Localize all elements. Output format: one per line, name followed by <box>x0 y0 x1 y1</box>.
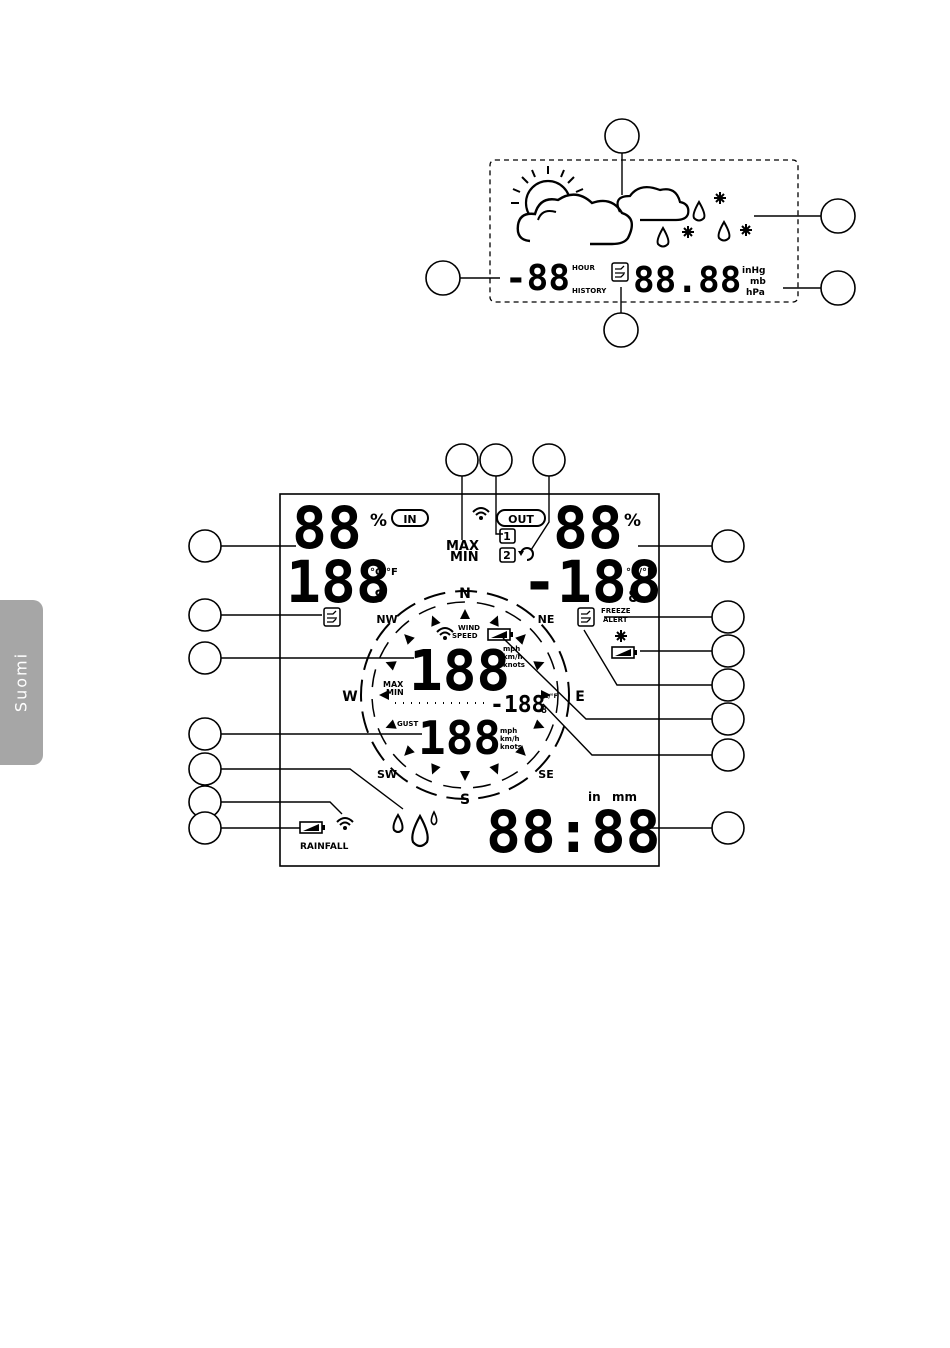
compass-southeast: SE <box>538 768 553 781</box>
callout-wind-chill <box>712 739 744 771</box>
callout-history <box>426 261 460 295</box>
wind-label: WIND <box>458 624 480 632</box>
wind-min-label: MIN <box>386 688 404 697</box>
wind-pointer-1 <box>489 614 502 627</box>
compass-east: E <box>575 689 585 705</box>
hour-label: HOUR <box>572 264 595 272</box>
callout-trend <box>604 313 638 347</box>
callout-maxmin <box>446 444 478 476</box>
callout-indoor-trend <box>189 599 221 631</box>
channel-2-label: 2 <box>503 549 511 562</box>
callout-rainfall <box>712 812 744 844</box>
outdoor-trend-icon <box>578 608 594 626</box>
callout-rain-battery <box>189 812 221 844</box>
rainfall-value: 88:88 <box>486 798 661 866</box>
outdoor-temperature-value: -188 <box>522 548 662 616</box>
outdoor-humidity-unit: % <box>624 511 641 531</box>
indoor-temperature-decimal: 8 <box>374 587 384 607</box>
pressure-value: 88.88 <box>633 260 741 301</box>
indoor-trend-icon <box>324 608 340 626</box>
gust-unit-kmh: km/h <box>500 735 520 743</box>
gust-label: GUST <box>397 720 418 728</box>
rain-drops-icon <box>394 812 437 846</box>
wind-chill-unit: °C/°F <box>541 693 558 700</box>
top-min-label: MIN <box>450 550 479 565</box>
freeze-snowflake-icon <box>615 630 627 642</box>
rainfall-label: RAINFALL <box>300 842 349 852</box>
outdoor-tag: OUT <box>508 513 534 526</box>
pressure-trend-icon <box>612 263 628 281</box>
wind-pointer-7 <box>489 763 502 776</box>
rain-signal-icon <box>337 818 353 830</box>
indoor-humidity-unit: % <box>370 511 387 531</box>
channel-1-label: 1 <box>503 530 511 543</box>
callout-outdoor <box>712 530 744 562</box>
wind-pointer-9 <box>427 763 440 776</box>
compass-south: S <box>460 792 470 808</box>
callout-pressure <box>821 271 855 305</box>
gust-value: 188 <box>418 711 501 765</box>
callout-channel <box>480 444 512 476</box>
hour-value: -88 <box>505 258 570 299</box>
callout-freeze <box>712 601 744 633</box>
unit-inhg: inHg <box>742 266 765 276</box>
unit-hpa: hPa <box>746 288 765 298</box>
wind-pointer-15 <box>427 614 440 627</box>
forecast-panel: -88 HOUR HISTORY 88.88 inHg mb hPa <box>490 160 798 302</box>
callout-forecast-icon <box>605 119 639 153</box>
indoor-temperature-unit: °C/°F <box>370 567 398 578</box>
wind-pointer-0 <box>460 609 470 619</box>
callout-outdoor-battery <box>712 635 744 667</box>
outdoor-temperature-decimal: 8 <box>628 587 638 607</box>
compass-west: W <box>342 689 357 705</box>
compass-northwest: NW <box>376 613 397 626</box>
wind-pointer-11 <box>384 719 397 732</box>
wind-pointer-5 <box>533 719 546 732</box>
callout-scan <box>533 444 565 476</box>
freeze-label: FREEZE <box>601 607 631 615</box>
callout-precipitation <box>821 199 855 233</box>
gust-unit-mph: mph <box>500 727 517 735</box>
unit-mb: mb <box>750 277 766 287</box>
outdoor-temperature-unit: °C/°F <box>626 567 654 578</box>
outdoor-signal-icon <box>473 508 489 520</box>
compass-southwest: SW <box>377 768 397 781</box>
callout-wind-speed <box>189 642 221 674</box>
callout-outdoor-trend <box>712 669 744 701</box>
indoor-tag: IN <box>403 513 416 526</box>
history-label: HISTORY <box>572 287 607 295</box>
callout-indoor <box>189 530 221 562</box>
compass-north: N <box>459 586 471 602</box>
callout-gust <box>189 718 221 750</box>
compass-northeast: NE <box>538 613 555 626</box>
wind-pointer-13 <box>384 657 397 670</box>
callout-wind-battery <box>712 703 744 735</box>
wind-pointer-8 <box>460 771 470 781</box>
callout-rain-icon <box>189 753 221 785</box>
gust-unit-knots: knots <box>500 743 522 751</box>
outdoor-battery-icon <box>612 647 637 658</box>
sun-cloud-icon <box>511 166 632 244</box>
rain-battery-icon <box>300 822 325 833</box>
wind-pointer-2 <box>515 631 529 645</box>
wind-pointer-10 <box>401 745 415 759</box>
wind-unit-knots: knots <box>503 661 525 669</box>
